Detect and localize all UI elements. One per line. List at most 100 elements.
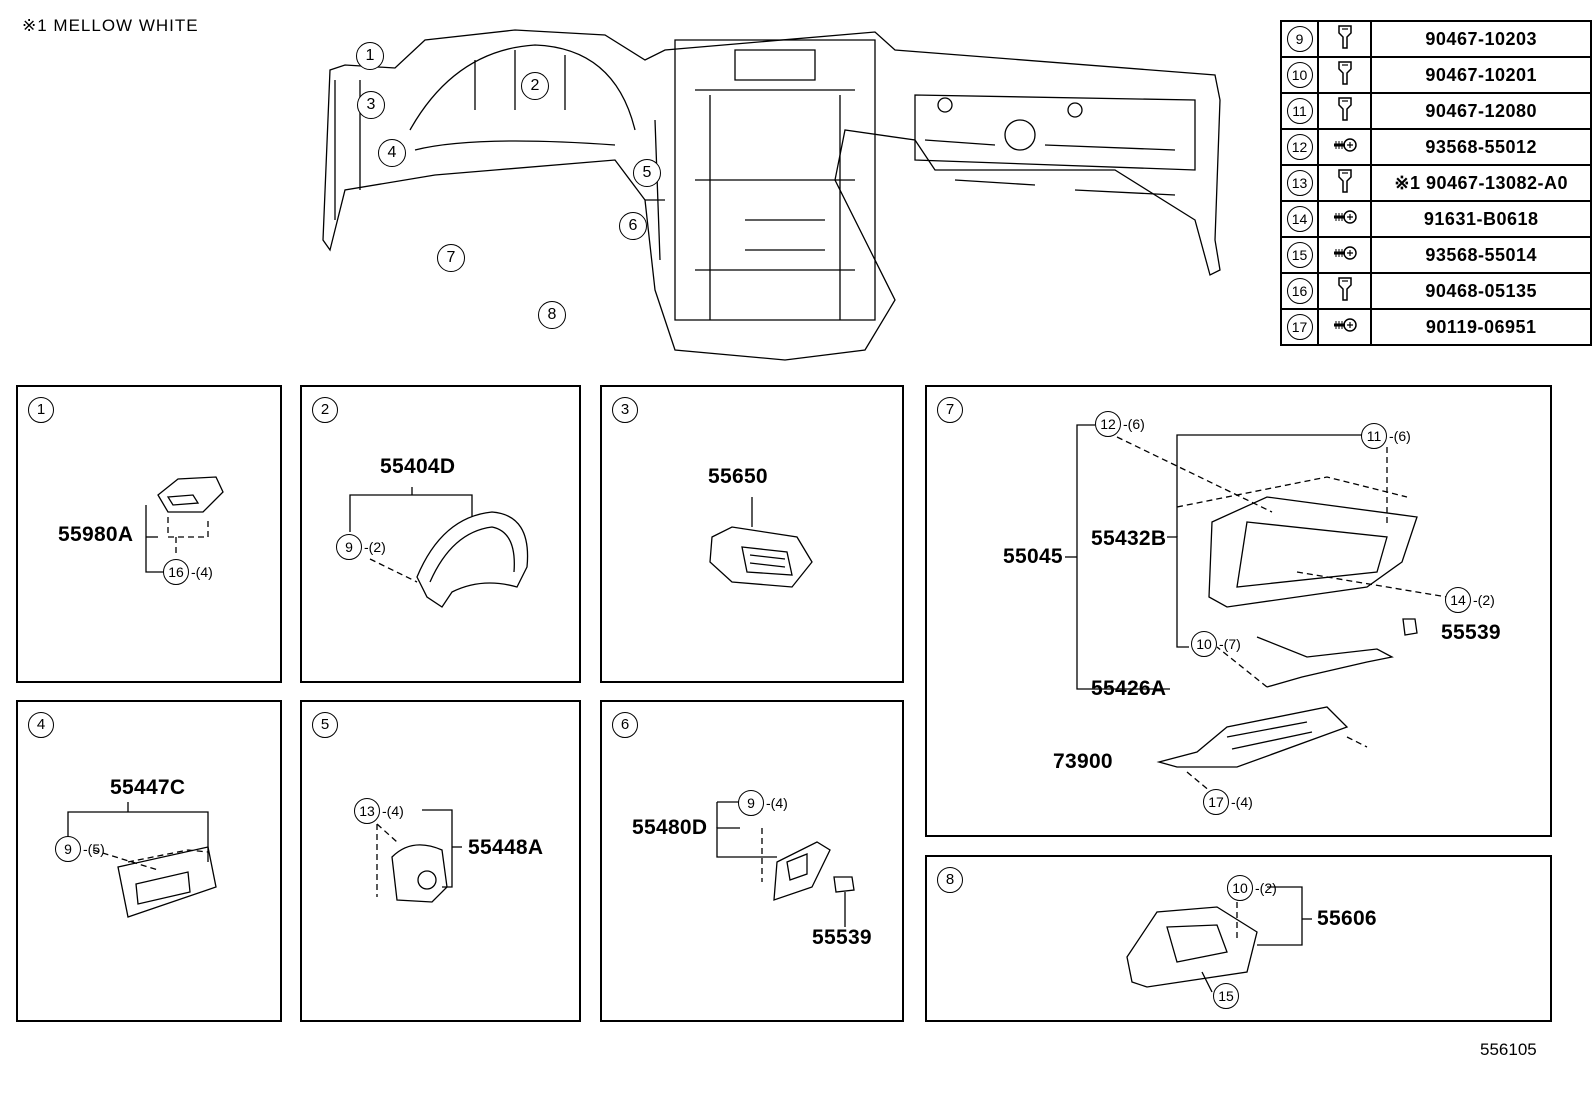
fastener-row: 12 93568-55012 xyxy=(1280,128,1592,166)
panel-1: 1 55980A 16-(4) xyxy=(16,385,282,683)
fastener-number-cell: 12 xyxy=(1280,128,1319,166)
part-drawing xyxy=(67,802,217,918)
part-label-2: 55539 xyxy=(812,926,872,949)
callout-number: 15 xyxy=(1213,983,1239,1009)
callout-number: 10 xyxy=(1227,875,1253,901)
fastener-icon-cell xyxy=(1316,308,1373,346)
fastener-icon-cell xyxy=(1316,164,1373,202)
part-label: 55448A xyxy=(468,836,544,859)
sub-callout: 9-(2) xyxy=(336,534,386,560)
quantity: -(7) xyxy=(1219,636,1241,652)
fastener-part-number: 91631-B0618 xyxy=(1370,200,1592,238)
clip-icon xyxy=(1334,60,1356,91)
part-drawing xyxy=(1126,886,1312,993)
quantity: -(6) xyxy=(1389,428,1411,444)
fastener-part-number: ※1 90467-13082-A0 xyxy=(1370,164,1592,202)
clip-icon xyxy=(1334,276,1356,307)
overview-callout-1: 1 xyxy=(356,42,384,70)
panel-5: 5 55448A 13-(4) xyxy=(300,700,581,1022)
panel-number: 3 xyxy=(612,397,638,423)
sub-callout-14: 14-(2) xyxy=(1445,587,1495,613)
fastener-number: 15 xyxy=(1286,242,1313,268)
sub-callout-11: 11-(6) xyxy=(1361,423,1411,449)
clip-icon xyxy=(1334,24,1356,55)
fastener-number: 9 xyxy=(1286,26,1313,52)
callout-number: 16 xyxy=(163,559,189,585)
quantity: -(6) xyxy=(1123,416,1145,432)
fastener-row: 14 91631-B0618 xyxy=(1280,200,1592,238)
panel-6: 6 55480D 55539 9-(4) xyxy=(600,700,904,1022)
part-label-c: 55539 xyxy=(1441,621,1501,644)
quantity: -(2) xyxy=(1255,880,1277,896)
fastener-icon-cell xyxy=(1316,128,1373,166)
part-label: 55606 xyxy=(1317,907,1377,930)
panel-number: 7 xyxy=(937,397,963,423)
fastener-icon-cell xyxy=(1316,200,1373,238)
sub-callout: 16-(4) xyxy=(163,559,213,585)
fastener-number-cell: 9 xyxy=(1280,20,1319,58)
fastener-part-number: 90467-12080 xyxy=(1370,92,1592,130)
illustration-number: 556105 xyxy=(1480,1040,1537,1059)
quantity: -(2) xyxy=(1473,592,1495,608)
part-label: 55480D xyxy=(632,816,708,839)
callout-number: 9 xyxy=(738,790,764,816)
part-drawing xyxy=(709,497,813,588)
panel-number: 4 xyxy=(28,712,54,738)
sub-callout-10: 10-(7) xyxy=(1191,631,1241,657)
instrument-panel-overview xyxy=(322,29,1221,361)
fastener-number-cell: 10 xyxy=(1280,56,1319,94)
part-label: 55404D xyxy=(380,455,456,478)
fastener-number-cell: 15 xyxy=(1280,236,1319,274)
fastener-icon-cell xyxy=(1316,56,1373,94)
screw-icon xyxy=(1331,209,1359,232)
color-note: ※1 MELLOW WHITE xyxy=(22,16,199,35)
fastener-number: 11 xyxy=(1286,98,1313,124)
sub-callout-10: 10-(2) xyxy=(1227,875,1277,901)
part-label-d: 73900 xyxy=(1053,750,1113,773)
panel-number: 6 xyxy=(612,712,638,738)
sub-callout-15: 15 xyxy=(1213,983,1239,1009)
fastener-part-number: 93568-55012 xyxy=(1370,128,1592,166)
callout-number: 17 xyxy=(1203,789,1229,815)
panel-number: 2 xyxy=(312,397,338,423)
part-label: 55447C xyxy=(110,776,186,799)
clip-icon xyxy=(1334,168,1356,199)
quantity: -(5) xyxy=(83,841,105,857)
overview-callout-2: 2 xyxy=(521,72,549,100)
part-drawing xyxy=(1065,424,1448,798)
fastener-number: 10 xyxy=(1286,62,1313,88)
fastener-row: 13 ※1 90467-13082-A0 xyxy=(1280,164,1592,202)
panel-8: 8 55606 10-(2) 15 xyxy=(925,855,1552,1022)
fastener-number: 12 xyxy=(1286,134,1313,160)
overview-callout-4: 4 xyxy=(378,139,406,167)
quantity: -(4) xyxy=(191,564,213,580)
part-label: 55650 xyxy=(708,465,768,488)
fastener-number-cell: 17 xyxy=(1280,308,1319,346)
fastener-number: 13 xyxy=(1286,170,1313,196)
panel-3: 3 55650 xyxy=(600,385,904,683)
quantity: -(4) xyxy=(382,803,404,819)
sub-callout-12: 12-(6) xyxy=(1095,411,1145,437)
screw-icon xyxy=(1331,317,1359,340)
part-label: 55980A xyxy=(58,523,134,546)
part-label-b: 55426A xyxy=(1091,677,1167,700)
panel-number: 1 xyxy=(28,397,54,423)
fastener-number-cell: 14 xyxy=(1280,200,1319,238)
callout-number: 13 xyxy=(354,798,380,824)
callout-number: 14 xyxy=(1445,587,1471,613)
callout-number: 11 xyxy=(1361,423,1387,449)
overview-callout-8: 8 xyxy=(538,301,566,329)
fastener-number-cell: 11 xyxy=(1280,92,1319,130)
quantity: -(4) xyxy=(1231,794,1253,810)
callout-number: 10 xyxy=(1191,631,1217,657)
overview-callout-3: 3 xyxy=(357,91,385,119)
overview-callout-5: 5 xyxy=(633,159,661,187)
part-drawing xyxy=(145,476,224,573)
callout-number: 9 xyxy=(336,534,362,560)
